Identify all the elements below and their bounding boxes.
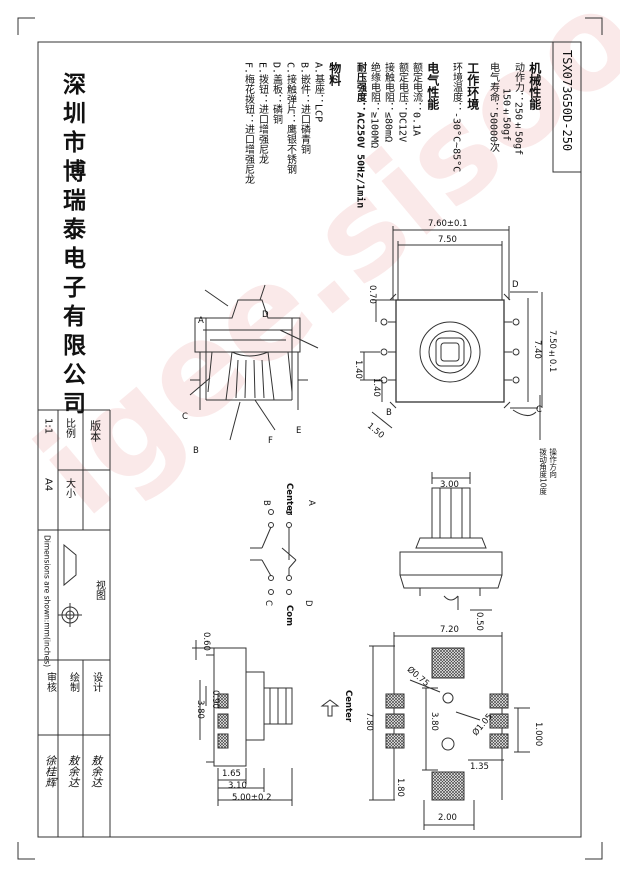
dim-label: 7.40 xyxy=(531,340,542,359)
dim-label: 1.40 xyxy=(370,378,381,397)
dim-label: 1.35 xyxy=(470,762,489,772)
drafter-signature: 敖余达 xyxy=(66,755,80,788)
callout-letter: A xyxy=(198,316,204,326)
materials-line: C.接触弹片：鹰银不锈钢 xyxy=(284,62,296,175)
reviewer-signature: 徐桂辉 xyxy=(43,755,57,788)
size-value: A4 xyxy=(42,478,54,492)
dim-label: 1.65 xyxy=(222,769,241,779)
materials-line: F.梅花拨钮：进口增强尼龙 xyxy=(242,62,254,185)
dim-label: 3.80 xyxy=(428,712,439,731)
electrical-line: 绝缘电阻：≥100MΩ xyxy=(368,62,380,149)
callout-letter: D xyxy=(512,280,519,290)
dim-label: 7.80 xyxy=(363,712,374,731)
operation-note: 拨动角度10度 xyxy=(538,448,548,496)
mechanical-line: 150±50gf xyxy=(500,88,512,142)
dim-label: 7.20 xyxy=(440,625,459,635)
draw-label: 绘制 xyxy=(67,672,79,692)
schematic-label: C xyxy=(262,600,273,606)
dim-label: 1.40 xyxy=(352,360,363,379)
scale-value: 1:1 xyxy=(42,418,54,435)
materials-line: E.拨钮：进口增强尼龙 xyxy=(256,62,268,165)
design-label: 设计 xyxy=(90,672,102,692)
designer-signature: 敖余达 xyxy=(89,755,103,788)
part-number: TSX073G50D-250 xyxy=(559,50,574,152)
mechanical-line: 动作力：250±50gf xyxy=(512,62,524,156)
dim-label: 3.00 xyxy=(440,480,459,490)
dim-label: 0.60 xyxy=(200,632,211,651)
version-label: 版本 xyxy=(88,420,102,442)
dim-label: 1.80 xyxy=(394,778,405,797)
schematic-label: Com xyxy=(283,605,294,626)
review-label: 审核 xyxy=(44,672,56,692)
dim-label: 3.80 xyxy=(194,700,205,719)
scale-label: 比例 xyxy=(63,418,75,438)
materials-line: B.嵌件：进口磷青铜 xyxy=(298,62,310,155)
dim-label: 0.50 xyxy=(473,612,484,631)
size-label: 大小 xyxy=(63,478,75,498)
dim-label: 3.10 xyxy=(228,781,247,791)
operation-note: 操作方向 xyxy=(548,448,558,478)
dim-label: 0.90 xyxy=(209,690,220,709)
callout-letter: C xyxy=(182,412,188,422)
schematic-label: D xyxy=(302,600,313,607)
electrical-line: 额定电压：DC12V xyxy=(396,62,408,143)
environment-title: 工作环境 xyxy=(465,62,480,110)
materials-title: 物料 xyxy=(327,62,342,86)
callout-letter: D xyxy=(262,310,269,320)
electrical-line: 耐压强度：AC250V 50Hz/1min xyxy=(354,62,366,209)
electrical-line: 接触电阻：≤80mΩ xyxy=(382,62,394,143)
callout-letter: C xyxy=(536,405,542,415)
dim-label: 5.00±0.2 xyxy=(232,793,272,803)
schematic-label: B xyxy=(260,500,271,506)
materials-line: D.盖板：磷铜 xyxy=(270,62,282,125)
callout-letter: E xyxy=(296,426,302,436)
schematic-label: A xyxy=(305,500,316,506)
dim-label: 7.50±0.1 xyxy=(546,330,557,373)
mechanical-title: 机械性能 xyxy=(527,62,542,110)
materials-line: A.基座：LCP xyxy=(312,62,324,123)
callout-letter: B xyxy=(193,446,199,456)
mechanical-line: 电气寿命：50000次 xyxy=(487,62,499,153)
environment-line: 环境温度：-30°C~85°C xyxy=(450,62,462,173)
dim-label: 2.00 xyxy=(438,813,457,823)
callout-letter: F xyxy=(268,436,273,446)
units-note: Dimensions are shown:mm(inches) xyxy=(42,535,52,668)
center-label: Center xyxy=(342,690,353,723)
schematic-label: Center xyxy=(283,483,294,516)
electrical-line: 额定电流：0.1A xyxy=(410,62,422,137)
dim-label: 7.50 xyxy=(438,235,457,245)
company-name: 深圳市博瑞泰电子有限公司 xyxy=(58,72,86,420)
dim-label: 7.60±0.1 xyxy=(428,219,468,229)
electrical-title: 电气性能 xyxy=(425,62,440,110)
view-label: 视图 xyxy=(93,580,105,600)
dim-label: 1.000 xyxy=(532,722,543,747)
callout-letter: B xyxy=(386,408,392,418)
dim-label: 0.70 xyxy=(366,285,377,304)
